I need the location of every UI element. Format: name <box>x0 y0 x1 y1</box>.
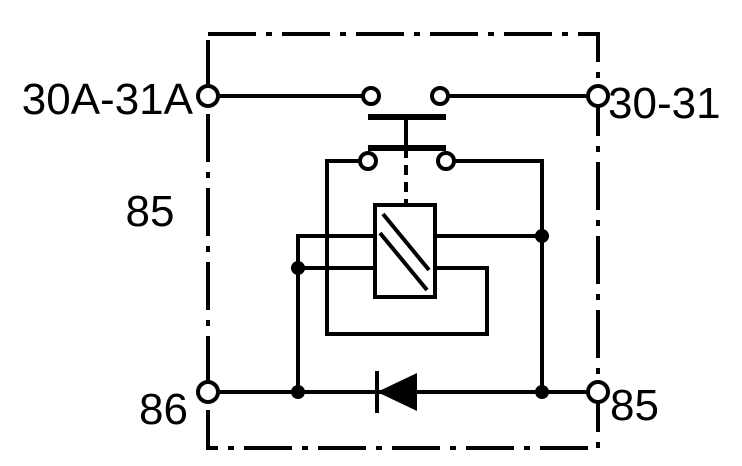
main-contact-right <box>430 86 450 106</box>
terminal-bottom-right <box>586 380 610 404</box>
label-top-right: 30-31 <box>608 79 721 128</box>
main-contact-circuit <box>218 86 588 106</box>
switch-armature <box>368 114 446 205</box>
label-bottom-right: 85 <box>610 381 659 430</box>
relay-enclosure <box>206 32 600 450</box>
diode-symbol <box>375 371 417 413</box>
terminals <box>196 84 610 404</box>
terminal-top-left <box>196 84 220 108</box>
main-contact-left <box>361 86 381 106</box>
junction-dots <box>291 229 549 399</box>
terminal-top-right <box>586 84 610 108</box>
label-left-middle: 85 <box>126 187 175 236</box>
auxiliary-contacts <box>358 151 456 171</box>
label-top-left: 30A-31A <box>22 75 194 124</box>
label-bottom-left: 86 <box>139 385 188 434</box>
terminal-bottom-left <box>196 380 220 404</box>
relay-coil <box>373 203 437 299</box>
